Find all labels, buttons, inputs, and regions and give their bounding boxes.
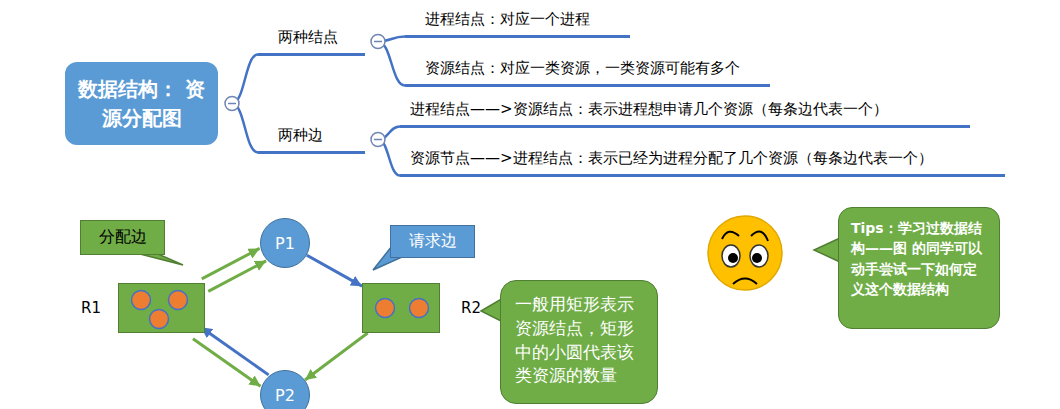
node-text: 进程结点——>资源结点：表示进程想申请几个资源（每条边代表一个）	[410, 99, 962, 119]
allocation-edge	[305, 333, 368, 380]
emoji-mouth	[733, 279, 757, 285]
resource-unit	[169, 291, 188, 310]
callout-box: 请求边	[390, 225, 475, 258]
allocation-edge	[193, 339, 261, 387]
branch-topic: 两种结点	[258, 27, 365, 56]
leaf-topic: 进程结点——>资源结点：表示进程想申请几个资源（每条边代表一个）	[400, 99, 970, 128]
collapse-knob	[225, 97, 239, 111]
collapse-minus	[374, 41, 382, 43]
node-text: 资源节点——>进程结点：表示已经为进程分配了几个资源（每条边代表一个）	[410, 148, 997, 168]
leaf-topic: 资源节点——>进程结点：表示已经为进程分配了几个资源（每条边代表一个）	[400, 148, 1005, 177]
callout-box: 分配边	[80, 220, 165, 255]
callout-tail	[140, 254, 183, 265]
emoji-brow	[751, 232, 768, 241]
node-text: 数据结构： 资源分配图	[77, 75, 206, 133]
branch-topic: 两种边	[258, 125, 365, 154]
mindmap-branch	[232, 55, 258, 104]
mindmap-branch	[232, 104, 258, 153]
allocation-edge	[202, 248, 260, 278]
resource-box: R2	[362, 283, 440, 333]
allocation-edge	[208, 261, 266, 291]
emoji-pupil	[752, 253, 762, 263]
tips-box: Tips：学习过数据结构——图 的同学可以动手尝试一下如何定义这个数据结构	[838, 207, 1000, 329]
emoji-face	[708, 216, 782, 290]
resource-label: R2	[461, 299, 481, 317]
node-text: 两种结点	[278, 27, 357, 47]
emoji-eye	[750, 245, 768, 267]
node-text: 分配边	[99, 227, 147, 248]
node-text: Tips：学习过数据结构——图 的同学可以动手尝试一下如何定义这个数据结构	[851, 218, 987, 299]
node-text: 两种边	[278, 125, 357, 145]
emoji-eye	[722, 245, 740, 267]
resource-unit	[410, 299, 429, 318]
collapse-minus	[374, 139, 382, 141]
node-text: 资源结点：对应一类资源，一类资源可能有多个	[425, 58, 762, 78]
resource-label: R1	[81, 299, 101, 317]
root-topic: 数据结构： 资源分配图	[65, 62, 218, 145]
resource-box: R1	[118, 283, 205, 333]
node-text: 进程结点：对应一个进程	[425, 9, 622, 29]
emoji-brow	[722, 232, 739, 239]
collapse-knob	[371, 35, 385, 49]
resource-unit	[132, 291, 151, 310]
collapse-minus	[228, 103, 236, 105]
note-box: 一般用矩形表示资源结点，矩形中的小圆代表该类资源的数量	[500, 280, 658, 404]
node-text: 请求边	[409, 231, 457, 252]
node-text: P2	[275, 386, 295, 405]
node-text: P1	[275, 234, 295, 253]
emoji-pupil	[728, 253, 738, 263]
collapse-knob	[371, 133, 385, 147]
resource-unit	[376, 299, 395, 318]
node-text: 一般用矩形表示资源结点，矩形中的小圆代表该类资源的数量	[515, 293, 643, 388]
process-circle: P1	[260, 218, 310, 268]
resource-units	[119, 284, 204, 332]
leaf-topic: 进程结点：对应一个进程	[405, 9, 630, 38]
request-edge	[307, 255, 362, 286]
leaf-topic: 资源结点：对应一类资源，一类资源可能有多个	[405, 58, 770, 87]
resource-unit	[150, 310, 169, 329]
callout-tail	[814, 238, 840, 262]
resource-units	[363, 284, 439, 332]
process-circle: P2	[260, 370, 310, 409]
